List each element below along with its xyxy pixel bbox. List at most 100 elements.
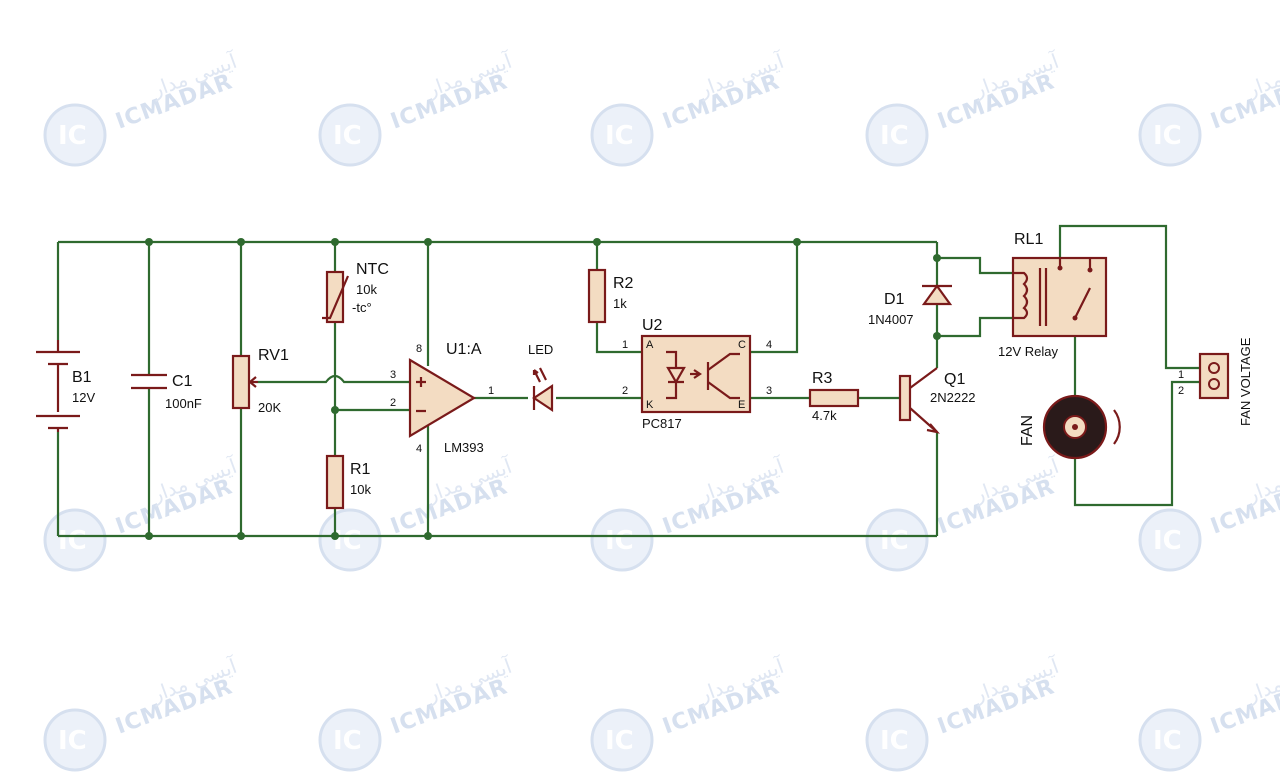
thermistor-ntc: NTC 10k -tc° (322, 261, 389, 324)
junction-dot (331, 532, 339, 540)
coil-top-wire (937, 256, 1013, 275)
watermark-logo-circle (865, 103, 929, 167)
u1-ref: U1:A (446, 341, 482, 358)
transistor-q1: Q1 2N2222 (898, 367, 976, 434)
watermark-logo-circle (318, 103, 382, 167)
junction-dot (331, 406, 339, 414)
rv1-ref: RV1 (258, 347, 289, 364)
watermark-logo-circle (865, 708, 929, 772)
watermark-logo-text: IC (1153, 726, 1182, 756)
relay-to-connector-wire (1058, 224, 1210, 370)
u2-pin1: 1 (622, 339, 628, 351)
b1-ref: B1 (72, 369, 92, 386)
u2-part: PC817 (642, 416, 682, 431)
u2-pin-e: E (738, 399, 745, 411)
junction-dot (331, 238, 339, 246)
rl1-ref: RL1 (1014, 231, 1043, 248)
connector-pin1: 1 (1178, 369, 1184, 381)
watermark-logo-circle (43, 508, 107, 572)
r2-value: 1k (613, 296, 627, 311)
diode-d1: D1 1N4007 (868, 284, 953, 327)
watermark-logo-text: IC (333, 526, 362, 556)
watermark-logo-text: IC (333, 121, 362, 151)
u1-pin1: 1 (488, 385, 494, 397)
watermark-logo-circle (43, 103, 107, 167)
c1-ref: C1 (172, 373, 193, 390)
resistor-r2: R2 1k (587, 268, 634, 324)
u1-part: LM393 (444, 440, 484, 455)
led: LED (528, 342, 553, 413)
optocoupler-u2: U2 PC817 1 2 4 3 A K C E (622, 317, 772, 431)
watermark-logo-text: IC (58, 726, 87, 756)
relay-rl1: RL1 12V Relay (998, 231, 1108, 359)
u2-pin-c: C (738, 339, 746, 351)
u1-pin4: 4 (416, 443, 422, 455)
u2-pin4: 4 (766, 339, 772, 351)
junction-dot (933, 254, 941, 262)
capacitor-c1: C1 100nF (131, 373, 202, 411)
u2-ref: U2 (642, 317, 663, 334)
rv1-value: 20K (258, 400, 281, 415)
watermark-logo-text: IC (880, 121, 909, 151)
watermark-logo-circle (43, 708, 107, 772)
resistor-r3: R3 4.7k (808, 370, 860, 423)
comparator-u1: U1:A LM393 3 2 1 8 4 (390, 341, 494, 455)
watermark-logo-text: IC (1153, 121, 1182, 151)
watermark-logo-text: IC (333, 726, 362, 756)
u2-pin2: 2 (622, 385, 628, 397)
watermark-logo-circle (590, 708, 654, 772)
watermark-logo-circle (1138, 508, 1202, 572)
watermark-logo-circle (1138, 103, 1202, 167)
u2-pin-k: K (646, 399, 654, 411)
d1-ref: D1 (884, 291, 905, 308)
r1-value: 10k (350, 482, 371, 497)
watermark-logo-text: IC (58, 526, 87, 556)
junction-dot (237, 532, 245, 540)
u1-pin2: 2 (390, 397, 396, 409)
watermark-logo-circle (1138, 708, 1202, 772)
fan-to-connector-wire (1073, 380, 1210, 507)
watermark-logo-text: IC (1153, 526, 1182, 556)
led-ref: LED (528, 342, 553, 357)
coil-bottom-wire (937, 316, 1013, 338)
ntc-note: -tc° (352, 300, 372, 315)
watermark-logo-text: IC (880, 726, 909, 756)
q1-ref: Q1 (944, 371, 965, 388)
u2-pin4-wire (750, 242, 799, 354)
connector-ref: FAN VOLTAGE (1238, 337, 1253, 426)
ntc-ref: NTC (356, 261, 389, 278)
ntc-value: 10k (356, 282, 377, 297)
r2-ref: R2 (613, 275, 634, 292)
u1-pin3: 3 (390, 369, 396, 381)
fan-motor: FAN (1019, 394, 1121, 460)
watermark-logo-text: IC (605, 526, 634, 556)
junction-dot (593, 238, 601, 246)
wires (56, 224, 1210, 538)
b1-value: 12V (72, 390, 95, 405)
battery-b1: B1 12V (36, 340, 95, 432)
junction-dot (237, 238, 245, 246)
d1-value: 1N4007 (868, 312, 914, 327)
watermark-logo-text: IC (605, 726, 634, 756)
watermark-logo-circle (318, 708, 382, 772)
junction-dot (933, 332, 941, 340)
connector-pin2: 2 (1178, 385, 1184, 397)
watermark-logo-text: IC (58, 121, 87, 151)
u2-pin-a: A (646, 339, 654, 351)
rl1-value: 12V Relay (998, 344, 1058, 359)
junctions (145, 238, 941, 540)
watermark-logo-text: IC (880, 526, 909, 556)
watermark-logo-text: IC (605, 121, 634, 151)
